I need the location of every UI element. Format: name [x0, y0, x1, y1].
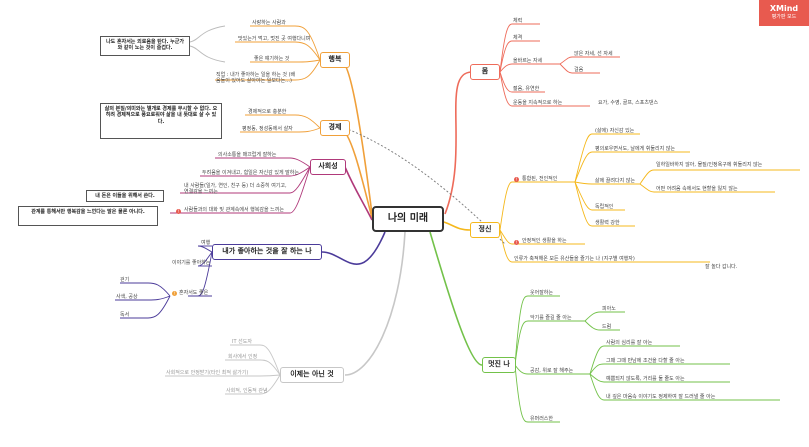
- happiness-item[interactable]: 맛있는거 먹고, 멋진 곳 여행다니며: [238, 36, 311, 42]
- exercise-item[interactable]: 요가, 수영, 골프, 스포츠댄스: [598, 100, 659, 106]
- economy-item[interactable]: 평정동, 정성동에서 살자: [242, 126, 293, 132]
- brand-subtitle: 평가판 모드: [771, 14, 797, 20]
- social-item[interactable]: 사람들과의 대화 및 관계속에서 행복감을 느끼는: [184, 207, 284, 213]
- integrated-item[interactable]: (삶에) 자신감 있는: [595, 128, 635, 134]
- integrated-item[interactable]: 독립적인: [595, 204, 614, 210]
- social-item[interactable]: 내 사람들(일가, 연인, 친구 등) 더 소중히 여기고, 연결감을 느끼는: [184, 183, 287, 195]
- not-anymore-item[interactable]: 사회적으로 안정받기(타인 최적 삶가기): [166, 370, 249, 376]
- cool-item[interactable]: 웃어잘하는: [530, 290, 554, 296]
- empathy-item[interactable]: 내 깊은 마음속 이야기도 정제하여 잘 드러낼 줄 아는: [606, 394, 716, 400]
- health-item[interactable]: 젊음, 유연한: [513, 86, 540, 92]
- empathy-item[interactable]: 예쁨되지 않도록, 거리를 둘 줄도 아는: [606, 376, 685, 382]
- integrated-item[interactable]: 평의로우면서도, 날에게 휘둘리지 않는: [595, 146, 675, 152]
- mind-item[interactable]: 통합된, 전인적인: [522, 176, 558, 182]
- trial-mode-badge[interactable]: XMind 평가판 모드: [759, 0, 809, 26]
- health-item[interactable]: 올바르는 자세: [513, 58, 543, 64]
- topic-not-anymore[interactable]: 이제는 아닌 것: [280, 367, 344, 383]
- priority-marker: !: [176, 209, 181, 214]
- topic-health[interactable]: 몸: [470, 64, 500, 80]
- posture-item[interactable]: 걸음: [574, 67, 584, 73]
- empathy-item[interactable]: 그때 그때 만남에 조건을 다할 줄 아는: [606, 358, 685, 364]
- social-note-2[interactable]: 관계를 통해서만 행복감을 느낀다는 말은 물론 아니다.: [18, 206, 158, 226]
- alone-item[interactable]: 독서: [120, 312, 130, 318]
- happiness-item[interactable]: 사랑하는 사람과: [252, 20, 286, 26]
- life-item[interactable]: 일하일바하지 않아, 물질/인정욕구에 휘둘리지 않는: [656, 162, 763, 168]
- integrated-item[interactable]: 삶에 끌려다지 않는: [595, 178, 635, 184]
- cool-item[interactable]: 공감, 위로 잘 해주는: [530, 368, 574, 374]
- priority-marker: !: [514, 240, 519, 245]
- alone-item[interactable]: 걷기: [120, 277, 130, 283]
- topic-happiness[interactable]: 행복: [320, 52, 350, 68]
- posture-item[interactable]: 앉은 자세, 선 자세: [574, 51, 613, 57]
- health-item[interactable]: 체력: [513, 18, 523, 24]
- social-item[interactable]: 의사소통을 매끄럽게 잘하는: [218, 152, 277, 158]
- health-item[interactable]: 운동을 지속적으로 하는: [513, 100, 563, 106]
- mind-trailing[interactable]: 잘 놀다 갑니다.: [705, 264, 738, 270]
- integrated-item[interactable]: 생활력 강한: [595, 220, 620, 226]
- happiness-item[interactable]: 좋은 얘기하는 것: [254, 56, 290, 62]
- instrument-item[interactable]: 피아노: [602, 306, 616, 312]
- instrument-item[interactable]: 드럼: [602, 324, 612, 330]
- happiness-item[interactable]: 직업 : 내가 좋아하는 일을 하는 것 (배움들이 있어도 살아야는 일보다는…: [216, 72, 296, 84]
- topic-social[interactable]: 사회성: [310, 159, 346, 175]
- alone-item[interactable]: 사색, 공상: [116, 294, 138, 300]
- topic-cool-me[interactable]: 멋진 나: [482, 357, 516, 373]
- cool-item[interactable]: 악기를 즐길 줄 아는: [530, 315, 572, 321]
- priority-marker: !: [172, 291, 177, 296]
- life-item[interactable]: 어떤 어려움 속에서도 현할을 잃지 않는: [656, 186, 738, 192]
- mind-item[interactable]: 안정적인 생활을 하는: [522, 238, 567, 244]
- empathy-item[interactable]: 사람의 심리를 잘 아는: [606, 340, 653, 346]
- social-note-1[interactable]: 내 돈은 이들을 위해서 쓴다.: [86, 190, 164, 202]
- not-anymore-item[interactable]: 회사에서 인정: [228, 354, 258, 360]
- central-topic[interactable]: 나의 미래: [372, 206, 444, 232]
- social-item[interactable]: 두려움을 이겨내고, 힘일은 자신감 있게 말하는: [202, 170, 299, 176]
- cool-item[interactable]: 유머러스한: [530, 416, 554, 422]
- topic-economy[interactable]: 경제: [320, 120, 350, 136]
- hobby-item[interactable]: 이야기를 좋아하는: [172, 260, 211, 266]
- brand-name: XMind: [769, 4, 799, 13]
- happiness-note[interactable]: 나도 혼자서는 외로움을 탄다. 누군가와 같이 노는 것이 즐겁다.: [100, 36, 190, 56]
- economy-note[interactable]: 삶의 본질/의미와는 별개로 경제를 무시할 수 없다. 오히려 경제적으로 풍…: [100, 103, 222, 139]
- health-item[interactable]: 체격: [513, 35, 523, 41]
- economy-item[interactable]: 경제적으로 충분한: [248, 109, 287, 115]
- mind-item[interactable]: 인류가 축적해온 모든 유산들을 즐기는 나 (지구별 여행자): [514, 256, 635, 262]
- priority-marker: !: [514, 177, 519, 182]
- hobby-item[interactable]: 여행: [201, 240, 211, 246]
- not-anymore-item[interactable]: 사회적, 인동적 관념: [226, 388, 268, 394]
- topic-mind[interactable]: 정신: [470, 222, 500, 238]
- topic-hobby[interactable]: 내가 좋아하는 것을 잘 하는 나: [212, 244, 322, 260]
- not-anymore-item[interactable]: IT 선도자: [232, 339, 252, 345]
- hobby-item[interactable]: 혼자서도 좋은: [179, 290, 209, 296]
